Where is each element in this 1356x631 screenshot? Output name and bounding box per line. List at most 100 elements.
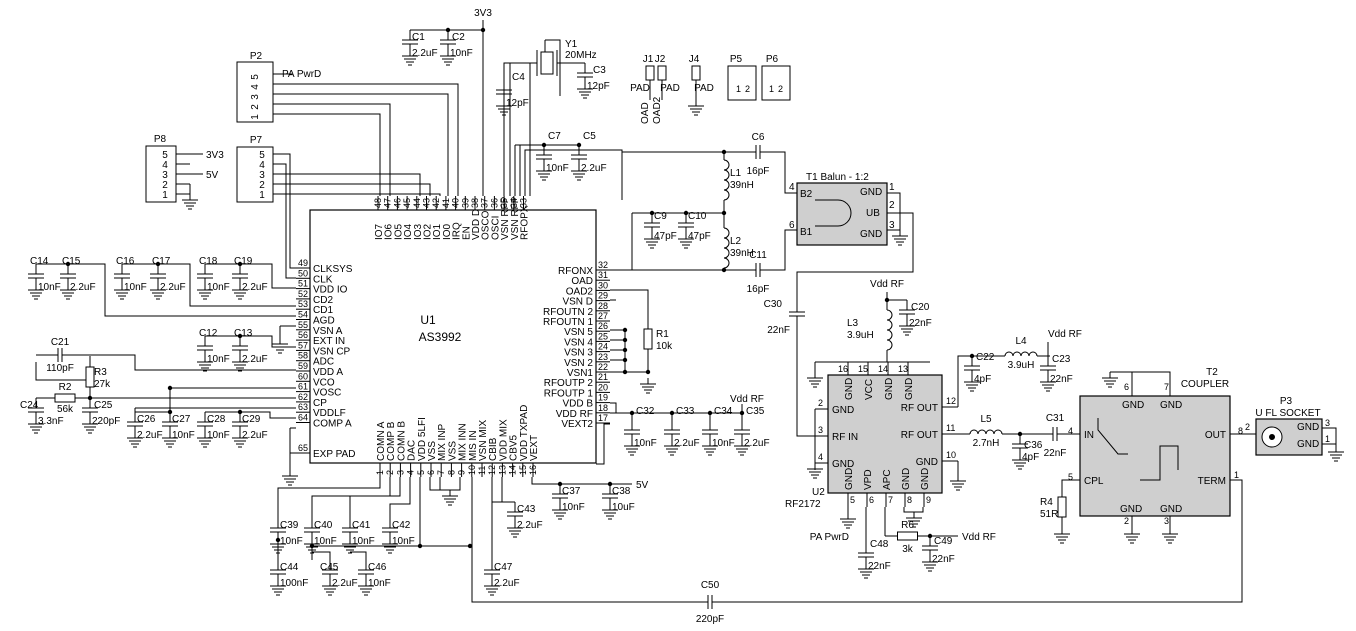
pin-number: 3 xyxy=(1164,516,1169,526)
p6-ref: P6 xyxy=(766,54,779,65)
pin-number: 16 xyxy=(838,364,848,374)
component-ref: C10 xyxy=(688,211,707,222)
component-ref: C5 xyxy=(583,131,596,142)
component-ref: C21 xyxy=(51,337,70,348)
component-value: 12pF xyxy=(587,81,610,92)
ground-symbol xyxy=(282,475,298,486)
component-ref: C42 xyxy=(392,520,411,531)
pin-number: 47 xyxy=(383,198,393,208)
wire xyxy=(610,402,617,414)
pin-number: 2 xyxy=(1245,422,1250,432)
ground-symbol xyxy=(624,445,640,456)
pin-number: 45 xyxy=(402,198,412,208)
component-ref: L4 xyxy=(1015,336,1027,347)
pin-name: GND xyxy=(904,378,915,400)
inductor-coil xyxy=(969,429,1003,435)
ground-symbol xyxy=(440,55,456,66)
component-ref: C38 xyxy=(612,486,631,497)
ground-symbol xyxy=(552,509,568,520)
ground-symbol xyxy=(640,383,656,394)
pin-number: 2 xyxy=(818,398,823,408)
net-label-vdd-rf: Vdd RF xyxy=(870,279,904,290)
ground-symbol xyxy=(950,480,966,491)
component-value: 4pF xyxy=(1022,452,1039,463)
net-label: OAD xyxy=(640,102,651,124)
pin-number: 24 xyxy=(598,342,608,352)
u2-part: RF2172 xyxy=(785,499,821,510)
pin-number: 11 xyxy=(946,423,955,433)
pin-number: 3 xyxy=(1325,418,1330,428)
pin-name: AGD xyxy=(313,316,335,327)
pin-number: 13 xyxy=(497,465,507,475)
p6-body xyxy=(761,65,791,101)
component-ref: C24 xyxy=(20,400,39,411)
wire xyxy=(545,39,561,96)
component-value: 2.2uF xyxy=(581,163,607,174)
pin-number: 38 xyxy=(470,198,480,208)
wire xyxy=(796,212,914,296)
pin-name: CLKSYS xyxy=(313,264,353,275)
pin-name: IO6 xyxy=(384,223,395,240)
pin-number: 62 xyxy=(298,392,308,402)
ground-symbol xyxy=(197,289,213,300)
pin-name: B1 xyxy=(800,227,813,238)
pin-number: 65 xyxy=(298,443,308,453)
pin-name: GND xyxy=(844,468,855,490)
component-ref: C32 xyxy=(636,406,655,417)
pin-number: 1 xyxy=(375,470,385,475)
pin-name: OAD2 xyxy=(566,286,594,297)
component-ref: L1 xyxy=(730,168,742,179)
pin-number: 32 xyxy=(598,260,608,270)
pin-number: 1 xyxy=(1325,434,1330,444)
component-value: 2.2uF xyxy=(242,430,268,441)
component-ref: C3 xyxy=(593,65,606,76)
component-value: 2.2uF xyxy=(517,520,543,531)
component-value: 2.7nH xyxy=(973,438,1000,449)
component-ref: C26 xyxy=(137,414,156,425)
component-value: 10nF xyxy=(207,354,230,365)
pin-number: 21 xyxy=(598,372,608,382)
pin-number: 44 xyxy=(412,198,422,208)
ground-symbol xyxy=(232,361,248,372)
pin-number: 1 xyxy=(250,114,261,120)
wire xyxy=(273,93,449,196)
pin-name: GND xyxy=(901,468,912,490)
pin-number: 17 xyxy=(598,413,608,423)
ground-symbol xyxy=(1054,533,1070,544)
pin-number: 9 xyxy=(457,470,467,475)
net-label-vdd-rf: Vdd RF xyxy=(1048,329,1082,340)
component-value: 10nF xyxy=(38,282,61,293)
component-ref: C34 xyxy=(714,406,733,417)
pin-number: 5 xyxy=(259,150,265,161)
pin-number: 4 xyxy=(406,470,416,475)
pin-number: 16 xyxy=(528,465,538,475)
pin-name: DAC xyxy=(407,440,418,461)
ground-symbol xyxy=(150,289,166,300)
component-ref: C36 xyxy=(1024,440,1043,451)
ground-symbol xyxy=(60,289,76,300)
junction-dot xyxy=(622,337,628,343)
pin-number: 5 xyxy=(250,74,261,80)
pin-number: 46 xyxy=(392,198,402,208)
component-ref: C13 xyxy=(234,328,253,339)
pin-name: IO4 xyxy=(403,223,414,240)
pin-name: GND xyxy=(1297,439,1319,450)
pin-name: APC xyxy=(882,469,893,490)
ground-symbol xyxy=(702,445,718,456)
pin-name: RF OUT xyxy=(901,403,938,414)
ground-symbol xyxy=(232,289,248,300)
component-value: 22nF xyxy=(868,561,891,572)
pin-name: CBIB xyxy=(488,437,499,461)
pin-number: 3 xyxy=(889,220,895,231)
pin-name: VSS xyxy=(427,441,438,461)
ground-symbol xyxy=(270,585,286,596)
component-value: 39nH xyxy=(730,248,754,259)
component-ref: C15 xyxy=(62,256,81,267)
pin-name: VSN CP xyxy=(313,346,351,357)
wire xyxy=(349,477,401,518)
pin-name: RFOUTP 1 xyxy=(544,388,594,399)
pin-number: 13 xyxy=(898,364,908,374)
pin-name: VDD IO xyxy=(313,285,348,296)
component-ref: C12 xyxy=(199,328,218,339)
